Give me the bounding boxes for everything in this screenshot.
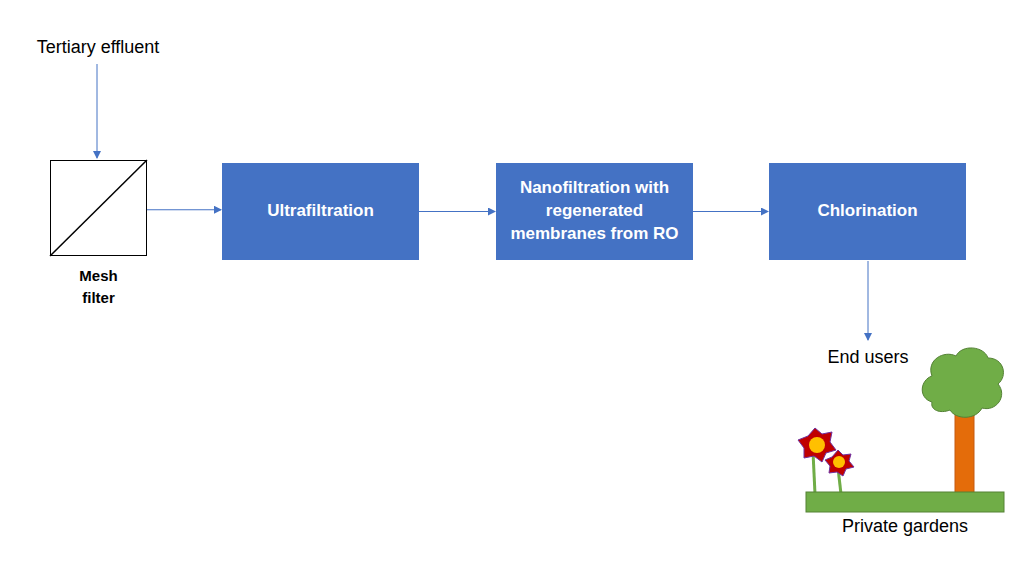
process-box: Chlorination xyxy=(769,163,966,260)
flow-arrow xyxy=(419,211,495,212)
outflow-arrow xyxy=(868,261,869,340)
garden-illustration xyxy=(798,348,1004,512)
flow-label: End users xyxy=(827,347,908,368)
flow-label: Private gardens xyxy=(842,516,968,537)
process-label: Ultrafiltration xyxy=(267,200,374,223)
flow-arrow xyxy=(147,209,221,210)
process-label: Nanofiltration with regenerated membrane… xyxy=(506,177,683,246)
mesh-filter-box: Mesh filter xyxy=(50,160,147,256)
filter-label: Mesh filter xyxy=(64,265,134,309)
flow-arrow xyxy=(693,211,768,212)
inflow-arrow xyxy=(97,64,98,158)
mesh-diagonal xyxy=(50,160,147,256)
flow-label: Tertiary effluent xyxy=(37,37,160,58)
process-box: Ultrafiltration xyxy=(222,163,419,260)
process-label: Chlorination xyxy=(817,200,917,223)
process-box: Nanofiltration with regenerated membrane… xyxy=(496,163,693,260)
